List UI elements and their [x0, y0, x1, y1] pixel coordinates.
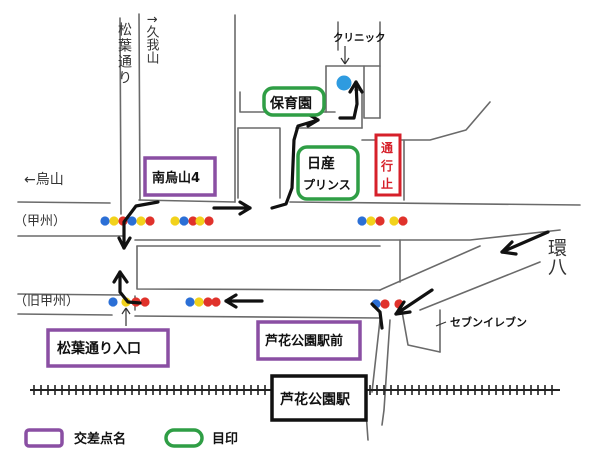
station-box: 芦花公園駅: [270, 374, 368, 422]
seven-eleven-label: セブンイレブン: [450, 315, 527, 329]
hoikuen-landmark: 保育園: [262, 86, 326, 117]
iriguchi-pointer: [121, 307, 131, 326]
signal-blue-dot: [100, 216, 110, 226]
legend-intersection-label: 交差点名: [74, 431, 126, 447]
minami-karasuyama-intersection: 南烏山4: [143, 156, 217, 197]
signal-red-dot: [203, 297, 213, 307]
signal-yellow-dot: [136, 216, 146, 226]
svg-text:芦花公園駅前: 芦花公園駅前: [265, 333, 343, 349]
nissan-prince-landmark: 日産 プリンス: [296, 145, 360, 201]
svg-text:南烏山4: 南烏山4: [152, 170, 200, 186]
signal-yellow-dot: [170, 216, 180, 226]
svg-text:行: 行: [380, 158, 393, 173]
svg-text:止: 止: [381, 176, 393, 191]
signal-red-dot: [204, 216, 214, 226]
svg-text:保育園: 保育園: [269, 95, 312, 112]
kanpachi-road-label: 環八: [545, 238, 567, 276]
kugayama-direction-label: ↑久我山: [144, 14, 160, 64]
signal-blue-dot: [108, 297, 118, 307]
svg-text:日産: 日産: [307, 155, 335, 172]
svg-text:芦花公園駅: 芦花公園駅: [280, 391, 351, 408]
signal-red-dot: [398, 216, 408, 226]
route-arrows: [112, 46, 550, 330]
signal-red-dot: [188, 216, 198, 226]
svg-text:松葉通り入口: 松葉通り入口: [57, 340, 141, 357]
traffic-signals: [100, 216, 408, 309]
legend: 交差点名 目印: [24, 428, 238, 448]
signal-blue-dot: [127, 216, 137, 226]
signal-red-dot: [145, 216, 155, 226]
old-koshu-road-label: （旧甲州）: [14, 294, 79, 309]
signal-blue-dot: [357, 216, 367, 226]
signal-red-dot: [380, 299, 390, 309]
signal-yellow-dot: [194, 297, 204, 307]
roka-ekimae-intersection: 芦花公園駅前: [256, 320, 362, 361]
legend-landmark-label: 目印: [212, 432, 238, 447]
road-network: [17, 13, 581, 441]
shoyo-iriguchi-intersection: 松葉通り入口: [46, 328, 170, 368]
signal-yellow-dot: [195, 216, 205, 226]
signal-yellow-dot: [109, 216, 119, 226]
svg-text:松葉通り: 松葉通り: [116, 22, 132, 86]
signal-yellow-dot: [389, 216, 399, 226]
signal-red-dot: [211, 297, 221, 307]
legend-intersection-swatch: [24, 428, 64, 448]
karasuyama-direction-label: ←烏山: [24, 171, 64, 188]
no-entry-sign: 通 行 止: [374, 133, 402, 197]
clinic-label: クリニック: [333, 32, 386, 44]
signal-blue-dot: [179, 216, 189, 226]
seven-eleven-pointer: [435, 321, 447, 327]
clinic-marker: [336, 75, 352, 91]
signal-red-dot: [375, 216, 385, 226]
signal-yellow-dot: [366, 216, 376, 226]
signal-red-dot: [140, 297, 150, 307]
svg-text:プリンス: プリンス: [303, 177, 351, 192]
svg-text:通: 通: [381, 140, 393, 155]
shoyo-dori-label: 松葉通り: [116, 22, 132, 86]
koshu-road-label: （甲州）: [14, 214, 66, 229]
legend-landmark-swatch: [164, 428, 204, 448]
signal-blue-dot: [185, 297, 195, 307]
